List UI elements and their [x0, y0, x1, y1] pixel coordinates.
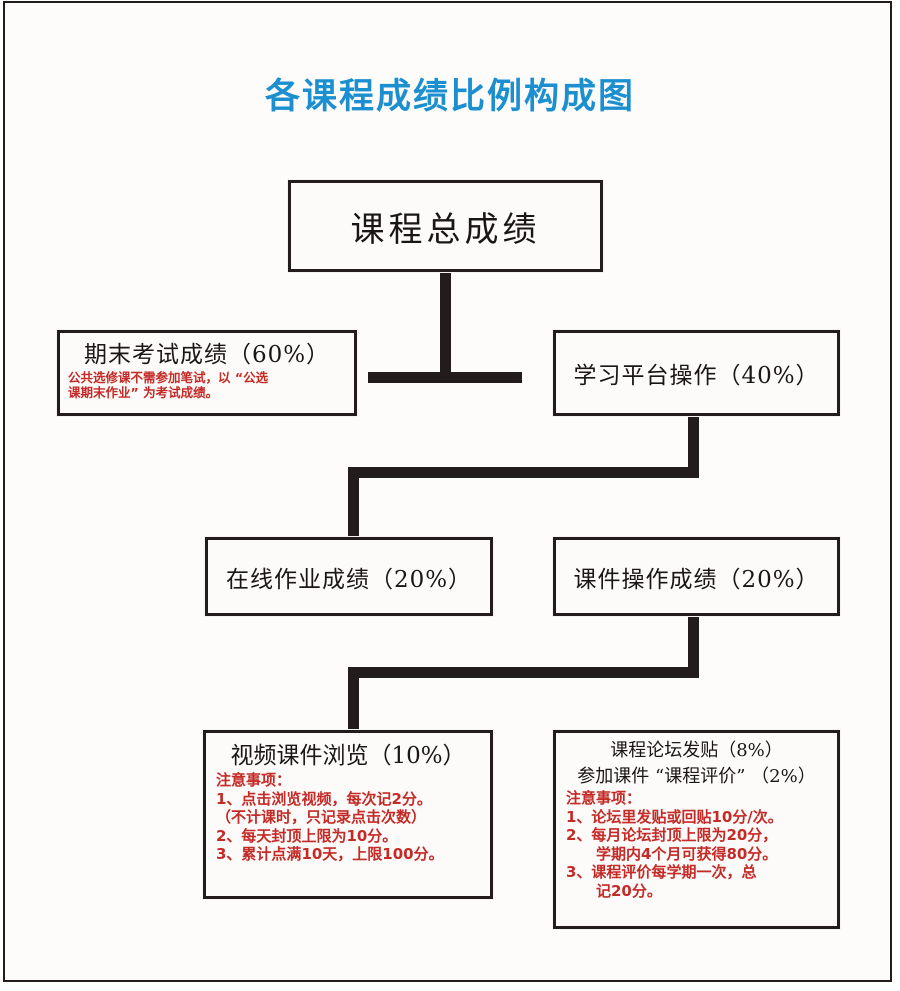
connector-platform-stem	[688, 416, 699, 478]
note-line: （不计课时，只记录点击次数）	[216, 808, 427, 827]
connector-platform-bar	[348, 467, 699, 478]
note-line: 学期内4个月可获得80分。	[596, 844, 778, 863]
node-note: 公共选修课不需参加笔试，以 “公选 课期末作业” 为考试成绩。	[60, 369, 354, 401]
connector-root-stem	[440, 272, 451, 374]
note-line: 2、每月论坛封顶上限为20分，	[566, 826, 778, 845]
note-title: 注意事项：	[216, 771, 292, 789]
note-line: 2、每天封顶上限为10分。	[216, 826, 398, 845]
node-label: 课程总成绩	[350, 209, 541, 250]
connector-courseware-left-drop	[348, 667, 359, 730]
note-line: 1、点击浏览视频，每次记2分。	[216, 789, 432, 808]
connector-root-bar	[368, 372, 522, 383]
node-label: 在线作业成绩（20%）	[225, 566, 473, 593]
note-line: 课期末作业” 为考试成绩。	[68, 384, 219, 400]
node-final-exam-score[interactable]: 期末考试成绩（60%） 公共选修课不需参加笔试，以 “公选 课期末作业” 为考试…	[57, 330, 357, 416]
node-label-line2: 参加课件 “课程评价” （2%）	[577, 766, 816, 787]
node-label-line1: 课程论坛发贴（8%）	[610, 740, 783, 761]
note-line: 1、论坛里发贴或回贴10分/次。	[566, 807, 783, 826]
node-online-homework-score[interactable]: 在线作业成绩（20%）	[205, 537, 493, 616]
node-label: 视频课件浏览（10%）	[230, 743, 466, 769]
page-title: 各课程成绩比例构成图	[264, 77, 635, 117]
connector-platform-left-drop	[348, 467, 359, 537]
node-label: 学习平台操作（40%）	[573, 363, 820, 389]
note-line: 3、累计点满10天，上限100分。	[216, 845, 444, 864]
node-label: 期末考试成绩（60%）	[83, 342, 331, 368]
node-label: 课件操作成绩（20%）	[573, 566, 820, 593]
connector-courseware-stem	[688, 616, 699, 678]
node-course-forum-post[interactable]: 课程论坛发贴（8%） 参加课件 “课程评价” （2%） 注意事项： 1、论坛里发…	[553, 730, 840, 929]
note-line: 记20分。	[596, 881, 662, 900]
node-note: 注意事项： 1、论坛里发贴或回贴10分/次。 2、每月论坛封顶上限为20分， 学…	[556, 788, 837, 901]
node-course-total-score[interactable]: 课程总成绩	[288, 180, 603, 272]
connector-courseware-bar	[348, 667, 699, 678]
node-video-courseware-browse[interactable]: 视频课件浏览（10%） 注意事项： 1、点击浏览视频，每次记2分。 （不计课时，…	[203, 730, 493, 899]
note-line: 公共选修课不需参加笔试，以 “公选	[68, 370, 269, 385]
node-note: 注意事项： 1、点击浏览视频，每次记2分。 （不计课时，只记录点击次数） 2、每…	[206, 770, 490, 864]
node-courseware-operation-score[interactable]: 课件操作成绩（20%）	[553, 537, 840, 616]
note-line: 3、课程评价每学期一次，总	[566, 863, 757, 882]
note-title: 注意事项：	[566, 789, 642, 807]
node-learning-platform-operation[interactable]: 学习平台操作（40%）	[553, 330, 840, 416]
